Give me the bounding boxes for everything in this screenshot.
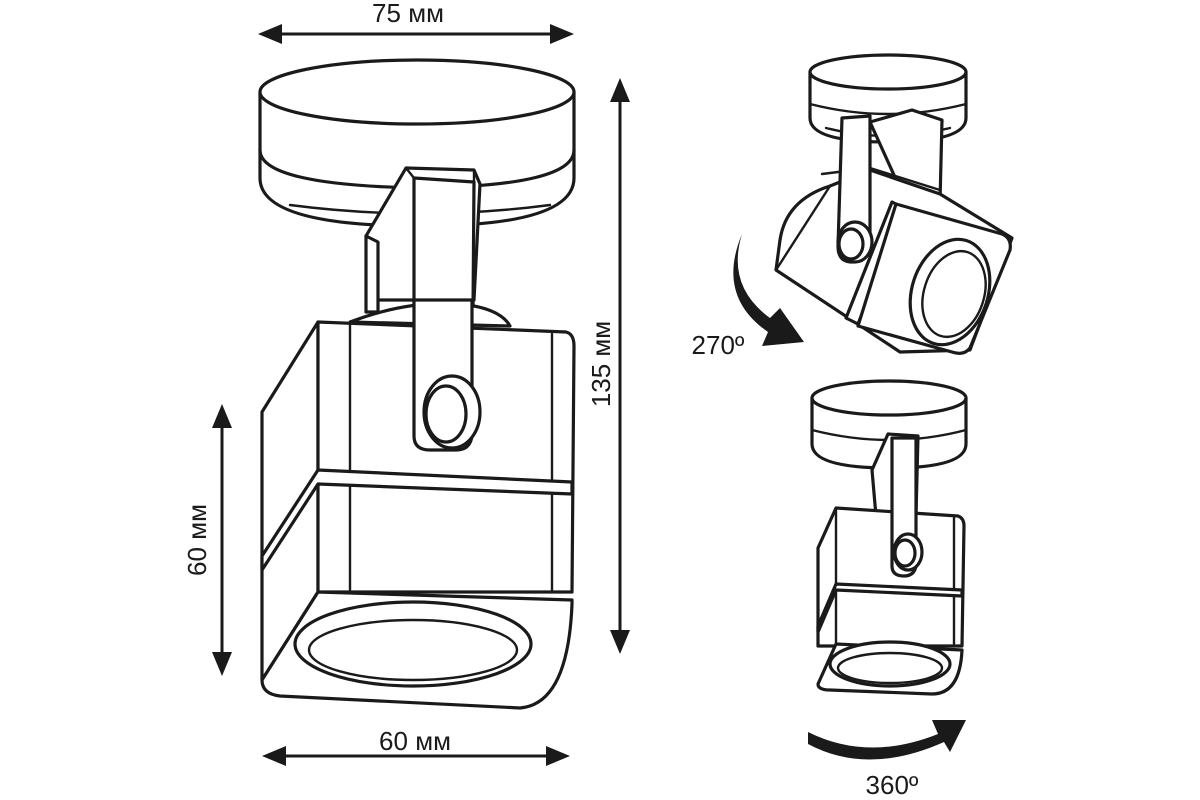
label-swivel-angle: 360º [866,770,919,800]
ceiling-base [258,58,576,228]
tilt-arrow-icon [733,234,804,346]
rotation-arrows [733,234,966,760]
main-fixture [258,58,576,710]
label-total-height: 135 мм [586,321,616,407]
tilt-view [774,53,1014,355]
spot-head [260,301,576,710]
bracket-strap [412,298,482,452]
label-head-height: 60 мм [182,504,212,576]
label-head-width: 60 мм [379,726,451,756]
label-base-width: 75 мм [372,0,444,28]
label-tilt-angle: 270º [692,330,745,360]
labels: 75 мм 135 мм 60 мм 60 мм 270º 360º [182,0,919,800]
swivel-view [810,379,968,696]
dimension-lines [212,24,630,766]
swivel-arrow-icon [808,720,966,760]
